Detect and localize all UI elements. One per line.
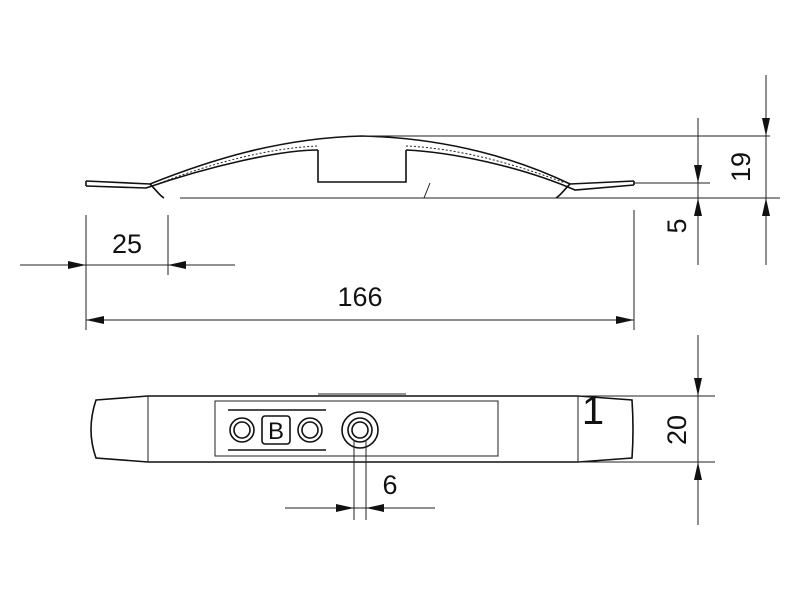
dimension-6-label: 6 xyxy=(382,470,397,500)
side-outline-top xyxy=(85,135,635,185)
side-ribbing-left xyxy=(159,145,319,184)
position-number: 1 xyxy=(582,389,604,433)
top-center-plate xyxy=(214,400,499,457)
dimension-19-label: 19 xyxy=(726,152,756,182)
obo-logo-letter: B xyxy=(268,418,284,445)
side-center-boss xyxy=(317,150,407,183)
obo-logo: B xyxy=(228,409,326,451)
top-view: B xyxy=(90,393,715,463)
dimension-166-label: 166 xyxy=(337,282,382,312)
side-ribbing-right xyxy=(405,145,566,184)
side-break-mark xyxy=(423,182,431,199)
top-outline xyxy=(90,395,634,463)
side-left-foot xyxy=(85,181,165,199)
dimension-25: 25 xyxy=(20,215,235,330)
dimension-19: 19 xyxy=(726,75,770,265)
side-view xyxy=(85,135,780,199)
dimension-5: 5 xyxy=(662,118,702,265)
dimension-20-label: 20 xyxy=(662,415,692,445)
center-hole xyxy=(341,411,379,449)
dimension-5-label: 5 xyxy=(662,218,692,233)
side-outline-bottom xyxy=(85,149,635,191)
dimension-6: 6 xyxy=(285,440,435,520)
dimension-166: 166 xyxy=(86,210,635,330)
dimension-20: 20 xyxy=(662,335,702,525)
dimension-25-label: 25 xyxy=(112,229,142,259)
